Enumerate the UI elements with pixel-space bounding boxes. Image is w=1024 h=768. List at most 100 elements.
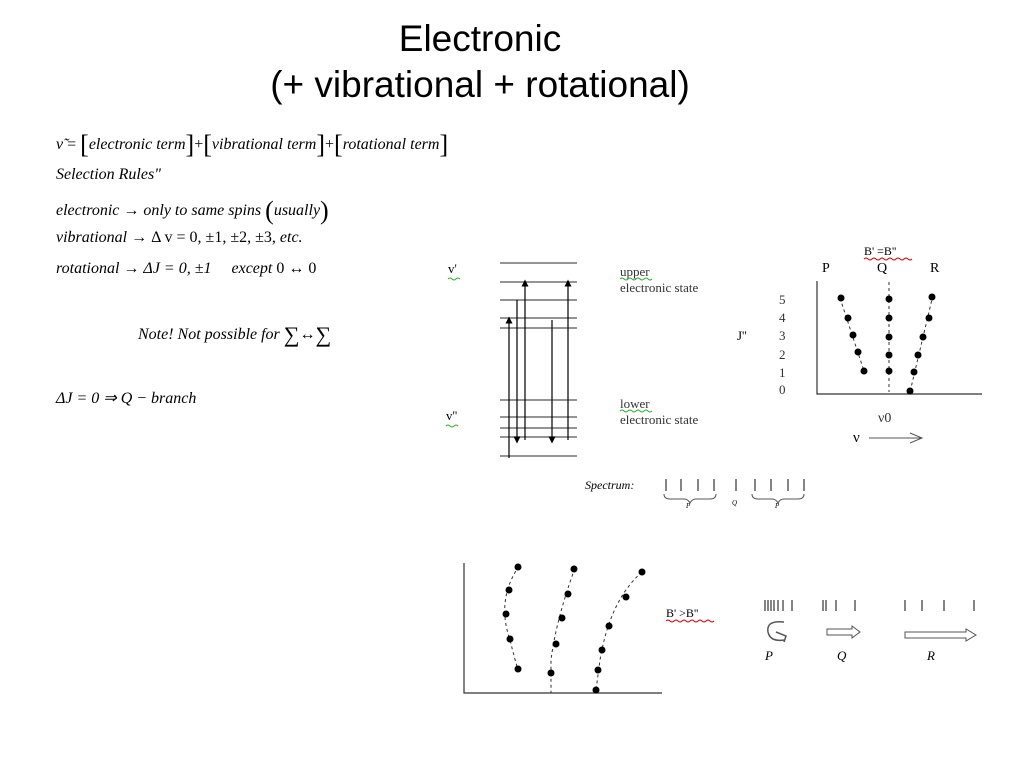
j-level: 4 [779,310,786,325]
upper-word: upper [620,264,650,279]
upper-levels [500,262,577,329]
lower-state-label: lower electronic state [620,396,699,427]
spectrum-label: Spectrum: [585,478,634,492]
column-q: Q [877,261,887,276]
rotational-rule-zero: 0 ↔ 0 [276,260,317,277]
fortrat-diagram-top: B' =B'' P Q R J'' 5 4 3 2 1 0 [737,244,982,446]
sigma-symbol: ∑ [315,322,332,347]
p-dot [514,563,522,571]
paren-open: ( [265,196,274,225]
p-dot [506,635,514,643]
equals-sign: = [67,136,77,153]
electronic-state-word: electronic state [620,412,699,427]
bracket-open: [ [334,130,343,159]
p-dot [854,348,862,356]
rotational-rule-except: except [231,260,273,277]
q-dot [564,590,572,598]
spellcheck-underline [619,409,653,413]
j-level: 1 [779,365,786,380]
vibrational-term: vibrational term [211,136,317,153]
q-dot [558,614,566,622]
sigma-symbol: ∑ [283,322,300,347]
vibrational-rule: vibrational → Δ v = 0, ±1, ±2, ±3, etc. [56,229,303,247]
r-dot [638,568,646,576]
b-greater-label: B' >B'' [666,606,698,620]
branch-dots [837,293,936,395]
equation-wavenumber: ν̃ = [electronic term]+[vibrational term… [56,130,448,160]
lower-levels [500,399,577,457]
r-dot [598,646,606,654]
j-level: 0 [779,382,786,397]
page-title: Electronic (+ vibrational + rotational) [0,16,960,108]
fortrat-diagram-bottom: B' >B'' P Q R [463,563,977,694]
branch-dots [502,563,646,694]
bracket-open: [ [203,130,212,159]
spellcheck-underline [447,277,461,281]
vibrational-rule-etc: etc. [279,229,303,246]
r-dot [910,368,918,376]
j-axis-label: J'' [737,328,747,343]
r-dot [605,622,613,630]
r-dot [919,333,927,341]
upper-state-label: upper electronic state [620,264,699,295]
branch-p-label: P [764,648,773,663]
transition-arrows [505,279,572,458]
p-mark: P [685,502,691,510]
fortrat-axes [816,281,982,395]
p-brace [663,493,717,505]
j-level: 3 [779,328,786,343]
q-dot [885,333,893,341]
nu-arrow [869,432,924,444]
branch-q-label: Q [837,648,847,663]
long-arrow-icon [904,628,977,642]
q-dot [885,295,893,303]
q-dot [885,314,893,322]
spellcheck-underline [445,424,459,428]
q-dot [885,367,893,375]
spectrum-lines [665,479,805,491]
p-dot [514,665,522,673]
p-dot [860,367,868,375]
bottom-spectrum-lines [764,600,975,611]
v-lower-label: v'' [446,408,457,423]
rotational-term: rotational term [342,136,440,153]
nu0-label: ν0 [878,411,891,426]
energy-level-diagram: v' v'' upper electronic state [445,261,699,458]
q-branch-condition: ΔJ = 0 ⇒ [56,390,117,407]
branch-guides [504,565,643,693]
r-dot [906,387,914,395]
p-dot [844,314,852,322]
lower-word: lower [620,396,650,411]
spellcheck-underline [863,257,913,261]
electronic-rule-text: electronic → only to same spins [56,202,262,219]
note-arrow: ↔ [299,326,316,343]
q-dot [547,669,555,677]
q-dot [570,565,578,573]
r-dot [594,666,602,674]
electronic-term: electronic term [88,136,186,153]
bracket-close: ] [185,130,195,159]
column-p: P [822,261,830,276]
bracket-close: ] [316,130,325,159]
q-branch-text: Q − branch [120,390,197,407]
bracket-open: [ [80,130,89,159]
electronic-state-word: electronic state [620,280,699,295]
electronic-rule: electronic → only to same spins (usually… [56,196,329,226]
v-upper-label: v' [448,261,457,276]
plus-sign: + [325,136,335,153]
selection-rules-heading: Selection Rules" [56,166,161,183]
plus-sign: + [194,136,204,153]
column-r: R [930,261,940,276]
rotational-rule: rotational → ΔJ = 0, ±1 except 0 ↔ 0 [56,260,316,278]
j-level: 5 [779,292,786,307]
p-mark: P [774,502,780,510]
p-dot [837,294,845,302]
r-dot [622,593,630,601]
q-mark: Q [732,499,737,507]
nu-label: ν [853,430,860,446]
r-dot [914,351,922,359]
b-equal-label: B' =B'' [864,244,896,258]
r-dot [925,314,933,322]
q-branch-line: ΔJ = 0 ⇒ Q − branch [56,388,196,408]
q-dot [552,640,560,648]
